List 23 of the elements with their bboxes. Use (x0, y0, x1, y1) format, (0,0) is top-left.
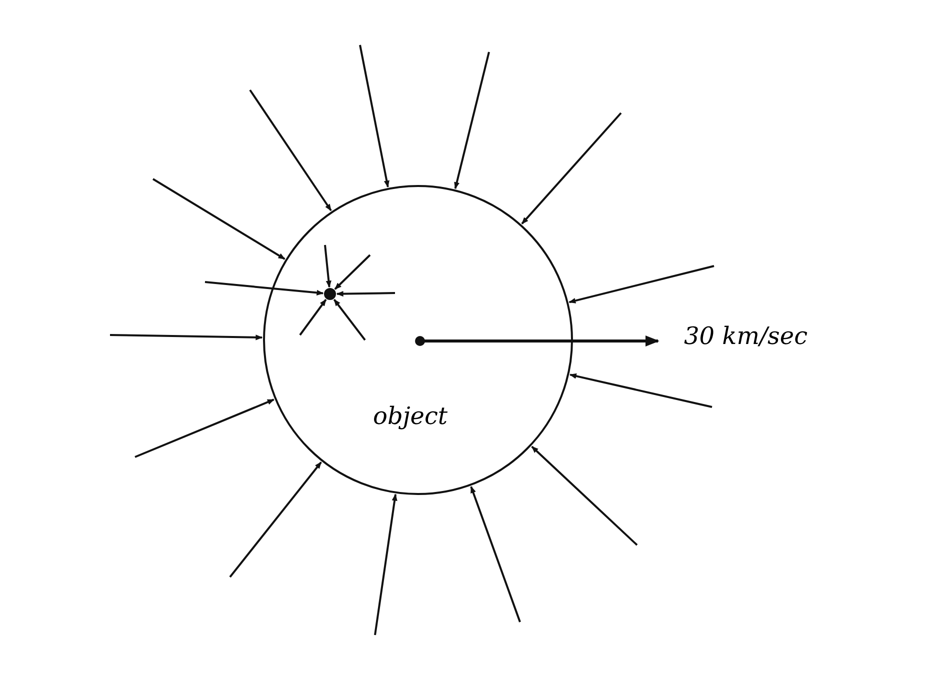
object-circle (263, 185, 573, 495)
arrow (229, 462, 322, 578)
arrow (470, 486, 521, 622)
arrow (110, 334, 263, 340)
arrow (152, 178, 286, 260)
arrow (359, 44, 390, 188)
arrow (531, 446, 638, 546)
arrow (299, 299, 327, 336)
object-label: object (373, 402, 448, 430)
point-dot (324, 288, 336, 300)
arrow (249, 89, 332, 212)
arrow (204, 281, 324, 296)
arrow (454, 52, 490, 190)
velocity-label: 30 km/sec (684, 322, 808, 350)
arrow (568, 265, 714, 304)
arrow (374, 494, 398, 636)
arrow (521, 112, 622, 224)
arrow (336, 291, 396, 297)
arrow (134, 398, 274, 458)
arrow (334, 254, 371, 290)
arrow (324, 244, 332, 288)
arrow (569, 373, 712, 408)
arrow (333, 299, 366, 341)
